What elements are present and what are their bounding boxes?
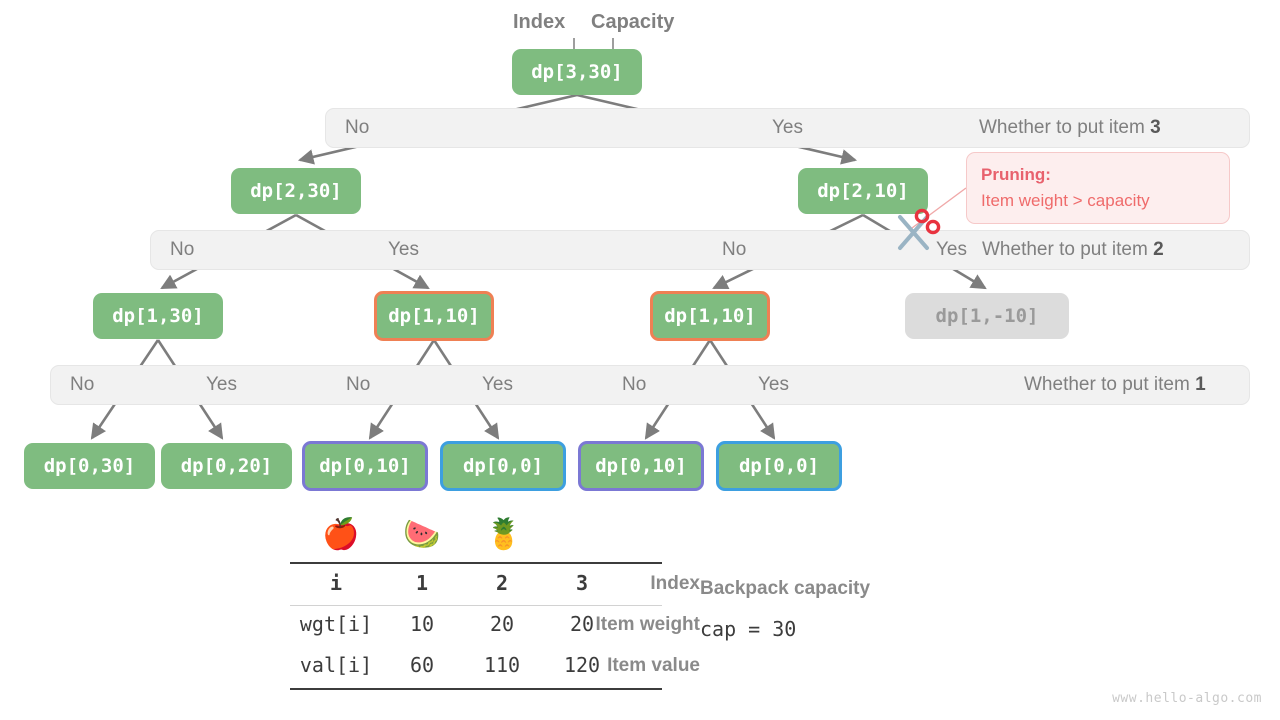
bar2-question-text: Whether to put item [982, 239, 1154, 260]
tree-node-root[interactable]: dp[3,30] [512, 49, 642, 95]
bar3-choice-no: No [345, 117, 370, 138]
cell-value-3: 120 [563, 652, 601, 677]
bar2-choice-no-2: No [722, 239, 747, 260]
decision-bar-item3 [325, 108, 1250, 148]
tree-node-dp1-10-right[interactable]: dp[1,10] [650, 291, 770, 341]
bar2-question: Whether to put item 2 [982, 230, 1164, 270]
cell-value-2: 110 [483, 652, 521, 677]
item-spec-table: 🍎 🍉 🍍 Index Item weight Item value i 1 2… [140, 518, 700, 698]
leaf-node-dp0-30[interactable]: dp[0,30] [24, 443, 155, 489]
tree-node-dp2-30[interactable]: dp[2,30] [231, 168, 361, 214]
row-label-item-weight: Item weight [595, 614, 700, 635]
row-label-item-value: Item value [607, 655, 700, 676]
cell-weight-1: 10 [409, 611, 435, 636]
bar1-question-text: Whether to put item [1024, 374, 1196, 395]
bar1-choice-no-3: No [622, 374, 647, 395]
scissors-icon [898, 208, 941, 250]
pruning-callout-title: Pruning: [981, 162, 1215, 188]
cell-col-2: 2 [495, 570, 509, 595]
leaf-node-dp0-10-b[interactable]: dp[0,10] [578, 441, 704, 491]
cell-col-1: 1 [415, 570, 429, 595]
backpack-capacity-title: Backpack capacity [700, 578, 871, 599]
table-row-index: i 1 2 3 [290, 562, 622, 603]
bar1-choice-yes-3: Yes [758, 374, 789, 395]
cell-weight-2: 20 [489, 611, 515, 636]
tree-node-dp2-10[interactable]: dp[2,10] [798, 168, 928, 214]
bar3-item-number: 3 [1150, 117, 1161, 138]
cell-key-wgt: wgt[i] [299, 611, 373, 636]
cell-key-val: val[i] [299, 652, 373, 677]
decision-bar-item2 [150, 230, 1250, 270]
pruning-callout-detail: Item weight > capacity [981, 191, 1150, 210]
watermelon-icon: 🍉 [403, 518, 441, 551]
leaf-node-dp0-20[interactable]: dp[0,20] [161, 443, 292, 489]
bar1-question: Whether to put item 1 [1024, 365, 1206, 405]
cell-weight-3: 20 [569, 611, 595, 636]
tree-node-dp1-neg10[interactable]: dp[1,-10] [905, 293, 1069, 339]
table-header-rule [290, 605, 662, 606]
table-row-weights: wgt[i] 10 20 20 [290, 603, 622, 644]
bar3-choice-yes: Yes [772, 117, 803, 138]
bar2-choice-no-1: No [170, 239, 195, 260]
pruning-callout: Pruning: Item weight > capacity [966, 152, 1230, 224]
table-top-rule [290, 562, 662, 564]
table-row-values: val[i] 60 110 120 [290, 644, 622, 685]
watermark: www.hello-algo.com [1112, 691, 1262, 706]
capacity-tick-mark [612, 38, 614, 54]
bar2-choice-yes-1: Yes [388, 239, 419, 260]
bar3-question: Whether to put item 3 [979, 108, 1161, 148]
leaf-node-dp0-0-b[interactable]: dp[0,0] [716, 441, 842, 491]
bar3-question-text: Whether to put item [979, 117, 1151, 138]
table-bottom-rule [290, 688, 662, 690]
bar1-choice-yes-2: Yes [482, 374, 513, 395]
index-tick-mark [573, 38, 575, 54]
bar1-choice-yes-1: Yes [206, 374, 237, 395]
bar1-item-number: 1 [1195, 374, 1206, 395]
pruning-title-text: Pruning [981, 165, 1046, 184]
tree-node-dp1-10-left[interactable]: dp[1,10] [374, 291, 494, 341]
row-label-index: Index [650, 573, 700, 594]
bar2-item-number: 2 [1153, 239, 1164, 260]
index-annotation-label: Index [513, 11, 566, 33]
cell-value-1: 60 [409, 652, 435, 677]
backpack-capacity-value: cap = 30 [700, 617, 797, 641]
cell-col-3: 3 [575, 570, 589, 595]
leaf-node-dp0-0-a[interactable]: dp[0,0] [440, 441, 566, 491]
cell-key-i: i [329, 570, 343, 595]
pruning-title-colon: : [1045, 165, 1051, 184]
bar1-choice-no-2: No [346, 374, 371, 395]
capacity-annotation-label: Capacity [591, 11, 675, 33]
pineapple-icon: 🍍 [485, 518, 523, 551]
leaf-node-dp0-10-a[interactable]: dp[0,10] [302, 441, 428, 491]
apple-icon: 🍎 [322, 518, 360, 551]
bar1-choice-no-1: No [70, 374, 95, 395]
bar2-choice-yes-2: Yes [936, 239, 967, 260]
decision-bar-item1 [50, 365, 1250, 405]
tree-node-dp1-30[interactable]: dp[1,30] [93, 293, 223, 339]
